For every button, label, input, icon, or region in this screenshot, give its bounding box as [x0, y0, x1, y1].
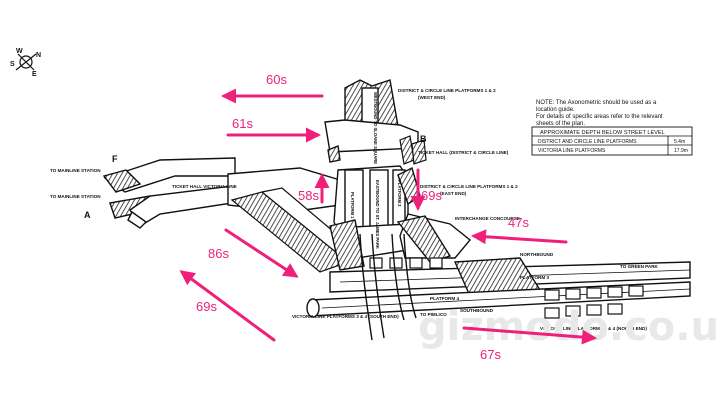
label-east-end: (EAST END): [440, 191, 467, 196]
time-58s: 58s: [298, 188, 319, 203]
label-platform-2: PLATFORM 2: [397, 180, 402, 207]
compass-s: E: [32, 71, 37, 78]
note-line-3: For details of specific areas refer to t…: [536, 114, 663, 120]
time-69s-east: 69s: [421, 188, 442, 203]
label-platform-4: PLATFORM 4: [430, 296, 459, 301]
label-entrance-f: F: [112, 154, 118, 164]
time-86s: 86s: [208, 246, 229, 261]
depth-row-victoria-value: 17.9m: [674, 148, 688, 154]
district-platforms-west: [324, 79, 419, 163]
note-line-2: location guide.: [536, 107, 575, 113]
compass-w: S: [10, 61, 15, 68]
depth-table: [531, 126, 693, 156]
label-eastbound: EASTBOUND TO ST. JAMES PARK: [375, 180, 380, 249]
label-to-mainline-1: TO MAINLINE STATION: [50, 168, 101, 173]
label-to-pimlico: TO PIMLICO: [420, 312, 447, 317]
platform-bays: [369, 257, 644, 319]
label-platform-1: PLATFORM 1: [350, 192, 355, 219]
label-victoria-south: VICTORIA LINE PLATFORMS 3 & 4 (SOUTH END…: [292, 314, 399, 319]
note-line-1: NOTE: The Axonometric should be used as …: [536, 100, 657, 106]
arrow-69s-west: [179, 270, 276, 342]
depth-row-district-name: DISTRICT AND CIRCLE LINE PLATFORMS: [538, 139, 637, 145]
label-to-green-park: TO GREEN PARK: [620, 264, 659, 269]
time-61s: 61s: [232, 116, 253, 131]
arrow-47s: [471, 229, 568, 245]
entrance-f-corridor: [102, 157, 236, 193]
label-victoria-north: VICTORIA LINE PLATFORMS 3 & 4 (NORTH END…: [540, 326, 647, 331]
time-47s: 47s: [508, 215, 529, 230]
label-westbound: WESTBOUND TO SLOANE SQUARE: [373, 92, 378, 164]
compass-e: N: [36, 52, 41, 59]
note-line-4: sheets of the plan.: [536, 121, 585, 127]
label-platform-3: PLATFORM 3: [520, 275, 549, 280]
time-69s-west: 69s: [196, 299, 217, 314]
label-entrance-a: A: [84, 210, 91, 220]
compass-n: W: [16, 48, 23, 55]
pimlico-tunnels: [359, 233, 417, 341]
entrance-b-escalators: [399, 135, 427, 165]
depth-title: APPROXIMATE DEPTH BELOW STREET LEVEL: [540, 130, 665, 136]
timing-labels: 60s 61s 58s 69s 47s 86s 69s 67s: [196, 72, 529, 362]
compass: W N S E: [10, 48, 41, 78]
label-northbound: NORTHBOUND: [520, 252, 554, 257]
label-ticket-hall-victoria: TICKET HALL VICTORIA LINE: [172, 184, 237, 189]
depth-row-district-value: 5.4m: [674, 139, 685, 145]
note-box: NOTE: The Axonometric should be used as …: [531, 100, 693, 156]
arrow-86s: [224, 228, 299, 278]
label-district-platforms-east: DISTRICT & CIRCLE LINE PLATFORMS 1 & 2: [420, 184, 518, 189]
label-entrance-b: B: [420, 134, 427, 144]
label-ticket-hall-district: TICKET HALL (DISTRICT & CIRCLE LINE): [418, 150, 509, 155]
label-southbound: SOUTHBOUND: [460, 308, 494, 313]
entrance-a-corridor: [109, 185, 233, 229]
timing-arrows: [179, 88, 597, 345]
compass-icon: [19, 55, 33, 69]
time-67s: 67s: [480, 347, 501, 362]
label-to-mainline-2: TO MAINLINE STATION: [50, 194, 101, 199]
label-district-platforms-top: DISTRICT & CIRCLE LINE PLATFORMS 1 & 2: [398, 88, 496, 93]
depth-row-victoria-name: VICTORIA LINE PLATFORMS: [538, 148, 606, 154]
arrow-67s: [462, 326, 597, 345]
label-west-end: (WEST END): [418, 95, 446, 100]
interchange-concourse: [329, 213, 471, 271]
label-interchange: INTERCHANGE CONCOURSE: [455, 216, 520, 221]
time-60s: 60s: [266, 72, 287, 87]
